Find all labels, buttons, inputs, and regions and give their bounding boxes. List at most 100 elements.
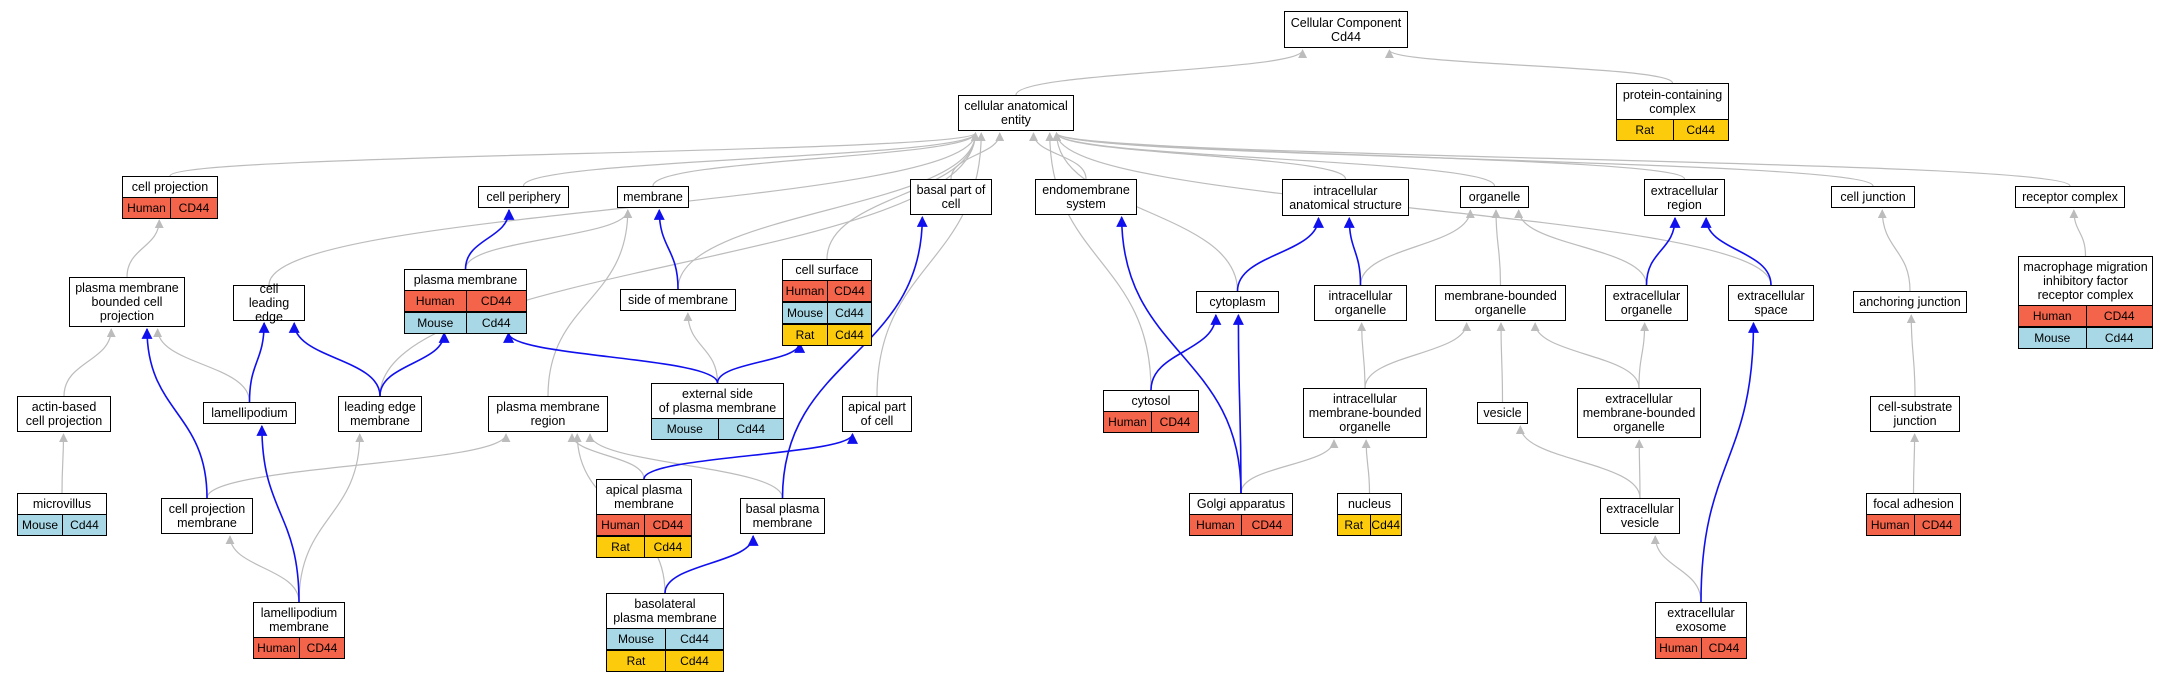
gene-cell: Cd44 — [827, 325, 871, 345]
node-cle[interactable]: cell leading edge — [233, 282, 305, 324]
node-bpc[interactable]: basal part of cell — [910, 179, 992, 215]
node-eco[interactable]: extracellular organelle — [1605, 285, 1688, 321]
node-label: cell-substrate junction — [1870, 396, 1960, 432]
node-mbo[interactable]: membrane-bounded organelle — [1435, 285, 1566, 321]
node-cj[interactable]: cell junction — [1831, 186, 1915, 208]
gene-cell: Cd44 — [465, 313, 526, 333]
species-cell: Human — [254, 638, 299, 658]
is-a-edge — [1910, 433, 1920, 494]
node-lem[interactable]: leading edge membrane — [338, 396, 422, 432]
gene-cell: Cd44 — [2085, 328, 2152, 348]
node-apc[interactable]: apical part of cell — [842, 396, 912, 432]
is-a-edge — [1357, 322, 1367, 389]
node-label: membrane — [617, 186, 689, 208]
node-cyto[interactable]: cytoplasm — [1196, 291, 1279, 313]
is-a-edge — [63, 328, 116, 397]
node-som[interactable]: side of membrane — [620, 289, 736, 311]
node-ecv[interactable]: extracellular vesicle — [1600, 498, 1680, 534]
node-abcp[interactable]: actin-based cell projection — [17, 396, 111, 432]
is-a-edge — [1052, 132, 2071, 187]
is-a-edge — [2069, 209, 2087, 257]
node-org[interactable]: organelle — [1460, 186, 1529, 208]
node-label: extracellular membrane-bounded organelle — [1577, 388, 1701, 438]
node-bpm[interactable]: basal plasma membrane — [740, 498, 825, 534]
species-cell: Human — [1104, 412, 1151, 432]
gene-cell: Cd44 — [1369, 515, 1401, 535]
species-cell: Human — [783, 281, 827, 301]
node-csj[interactable]: cell-substrate junction — [1870, 396, 1960, 432]
gene-cell: Cd44 — [1672, 120, 1728, 140]
node-label: focal adhesion — [1866, 493, 1961, 515]
node-imbo[interactable]: intracellular membrane-bounded organelle — [1303, 388, 1427, 438]
part-of-edge — [643, 432, 858, 480]
is-a-edge — [1650, 535, 1702, 603]
is-a-edge — [298, 433, 365, 603]
gene-cell: Cd44 — [62, 515, 106, 535]
is-a-edge — [1491, 209, 1502, 286]
node-endo[interactable]: endomembrane system — [1035, 179, 1137, 215]
node-cper[interactable]: cell periphery — [478, 186, 569, 208]
part-of-edge — [1343, 216, 1362, 286]
node-rc[interactable]: receptor complex — [2015, 186, 2125, 208]
is-a-edge — [1052, 132, 1874, 187]
node-aj[interactable]: anchoring junction — [1853, 291, 1967, 313]
node-embo[interactable]: extracellular membrane-bounded organelle — [1577, 388, 1701, 438]
node-ves[interactable]: vesicle — [1477, 402, 1528, 424]
node-mem[interactable]: membrane — [617, 186, 689, 208]
node-ecr[interactable]: extracellular region — [1644, 179, 1725, 216]
node-cae[interactable]: cellular anatomical entity — [958, 95, 1074, 131]
gene-cell: CD44 — [299, 638, 344, 658]
is-a-edge — [547, 209, 633, 397]
gene-cell: CD44 — [170, 198, 217, 218]
node-ecs[interactable]: extracellular space — [1728, 285, 1814, 321]
node-label: plasma membrane region — [488, 396, 608, 432]
is-a-edge — [1045, 132, 1152, 391]
gene-cell: CD44 — [1151, 412, 1198, 432]
is-a-edge — [1361, 439, 1371, 494]
is-a-edge — [1638, 322, 1650, 389]
is-a-edge — [585, 433, 784, 499]
node-io[interactable]: intracellular organelle — [1314, 285, 1407, 321]
node-pmbcp[interactable]: plasma membrane bounded cell projection — [69, 277, 185, 327]
node-ias[interactable]: intracellular anatomical structure — [1282, 179, 1409, 216]
is-a-edge — [1496, 322, 1506, 403]
node-mmif[interactable]: macrophage migration inhibitory factor r… — [2018, 256, 2153, 349]
node-cc[interactable]: Cellular Component Cd44 — [1284, 11, 1408, 48]
node-label: intracellular organelle — [1314, 285, 1407, 321]
node-label: cytoplasm — [1196, 291, 1279, 313]
gene-cell: Cd44 — [665, 629, 723, 649]
node-cpm[interactable]: cell projection membrane — [161, 498, 253, 534]
is-a-edge — [464, 209, 633, 270]
is-a-edge — [1634, 439, 1644, 499]
node-lam[interactable]: lamellipodium — [203, 402, 296, 424]
node-label: extracellular space — [1728, 285, 1814, 321]
species-cell: Human — [405, 291, 466, 311]
gene-cell: CD44 — [465, 291, 526, 311]
node-pmr[interactable]: plasma membrane region — [488, 396, 608, 432]
species-cell: Rat — [1338, 515, 1370, 535]
part-of-edge — [1150, 313, 1222, 391]
